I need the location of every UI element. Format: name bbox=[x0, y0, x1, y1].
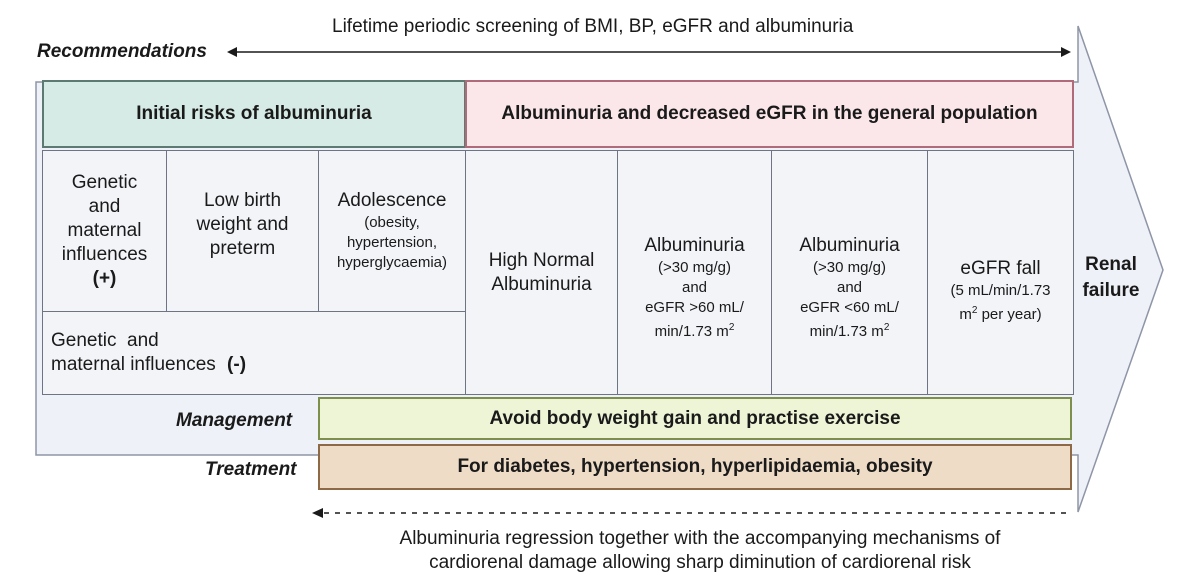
initial-risks-header-text: Initial risks of albuminuria bbox=[136, 103, 372, 124]
cell-sub: eGFR <60 mL/ bbox=[800, 298, 899, 316]
cell-sub: (>30 mg/g) bbox=[658, 258, 731, 276]
cell-text: weight and bbox=[196, 214, 289, 235]
cell-text: Genetic and bbox=[51, 330, 159, 351]
general-population-header: Albuminuria and decreased eGFR in the ge… bbox=[465, 80, 1074, 148]
treatment-text: For diabetes, hypertension, hyperlipidae… bbox=[457, 456, 933, 477]
recommendations-label: Recommendations bbox=[37, 41, 207, 62]
cell-text-row: maternal influences (-) bbox=[51, 353, 246, 377]
cell-low-birth: Low birth weight and preterm bbox=[166, 150, 319, 312]
cell-sub: (obesity, bbox=[364, 214, 420, 231]
cell-genetic-plus: Genetic and maternal influences (+) bbox=[42, 150, 167, 312]
cell-title: Albuminuria bbox=[799, 234, 900, 256]
cell-text: Low birth bbox=[203, 190, 282, 211]
cell-genetic-minus: Genetic and maternal influences (-) bbox=[42, 311, 466, 395]
cell-text: influences bbox=[61, 244, 148, 265]
cell-text: Albuminuria bbox=[491, 273, 592, 295]
initial-risks-header: Initial risks of albuminuria bbox=[42, 80, 466, 148]
cell-sub: eGFR >60 mL/ bbox=[645, 298, 744, 316]
general-population-header-text: Albuminuria and decreased eGFR in the ge… bbox=[501, 103, 1038, 124]
cell-adolescence: Adolescence (obesity, hypertension, hype… bbox=[318, 150, 466, 312]
cell-sub: (>30 mg/g) bbox=[813, 258, 886, 276]
minus-sign: (-) bbox=[227, 354, 247, 375]
regression-line: cardiorenal damage allowing sharp diminu… bbox=[429, 552, 971, 573]
cell-title: eGFR fall bbox=[960, 257, 1041, 279]
regression-dashed-arrow bbox=[312, 508, 1072, 518]
cell-sub: min/1.73 m2 bbox=[655, 318, 735, 342]
cell-albuminuria-egfr-above-60: Albuminuria (>30 mg/g) and eGFR >60 mL/ … bbox=[617, 150, 772, 395]
renal-failure-label: Renal failure bbox=[1080, 252, 1142, 304]
superscript: 2 bbox=[883, 321, 890, 333]
cell-sub: and bbox=[836, 278, 863, 296]
cell-text: maternal influences bbox=[51, 354, 216, 375]
treatment-label: Treatment bbox=[205, 459, 297, 480]
cell-text: preterm bbox=[209, 238, 276, 259]
cell-title: Adolescence bbox=[337, 190, 447, 211]
cell-sub-text: per year) bbox=[977, 305, 1042, 323]
cell-sub-text: min/1.73 m bbox=[654, 322, 729, 340]
cell-sub: min/1.73 m2 bbox=[810, 318, 890, 342]
cell-text: maternal bbox=[67, 220, 142, 241]
recommendations-double-arrow bbox=[227, 47, 1071, 57]
renal-failure-line: Renal bbox=[1085, 254, 1137, 275]
cell-sub: (5 mL/min/1.73 bbox=[950, 281, 1051, 299]
cell-sub: and bbox=[681, 278, 708, 296]
cell-title: Albuminuria bbox=[644, 234, 745, 256]
superscript: 2 bbox=[728, 321, 735, 333]
cell-text: High Normal bbox=[488, 249, 595, 271]
cell-text: and bbox=[88, 196, 121, 217]
treatment-bar: For diabetes, hypertension, hyperlipidae… bbox=[318, 444, 1072, 490]
cell-high-normal: High Normal Albuminuria bbox=[465, 150, 618, 395]
management-text: Avoid body weight gain and practise exer… bbox=[489, 407, 901, 429]
cell-egfr-fall: eGFR fall (5 mL/min/1.73 m2 per year) bbox=[927, 150, 1074, 395]
cell-sub-text: m bbox=[959, 305, 972, 323]
lifetime-screening-text: Lifetime periodic screening of BMI, BP, … bbox=[332, 16, 854, 37]
cell-albuminuria-egfr-below-60: Albuminuria (>30 mg/g) and eGFR <60 mL/ … bbox=[771, 150, 928, 395]
regression-line: Albuminuria regression together with the… bbox=[399, 528, 1001, 549]
cell-text: Genetic bbox=[71, 172, 138, 193]
management-label: Management bbox=[176, 410, 293, 431]
cell-sub: hypertension, bbox=[346, 234, 438, 251]
superscript: 2 bbox=[971, 304, 978, 316]
renal-failure-line: failure bbox=[1082, 280, 1140, 301]
cell-sub: m2 per year) bbox=[959, 301, 1041, 325]
management-bar: Avoid body weight gain and practise exer… bbox=[318, 397, 1072, 440]
plus-sign: (+) bbox=[92, 268, 117, 289]
regression-text: Albuminuria regression together with the… bbox=[320, 527, 1080, 575]
cell-sub: hyperglycaemia) bbox=[336, 254, 448, 271]
cell-sub-text: min/1.73 m bbox=[809, 322, 884, 340]
